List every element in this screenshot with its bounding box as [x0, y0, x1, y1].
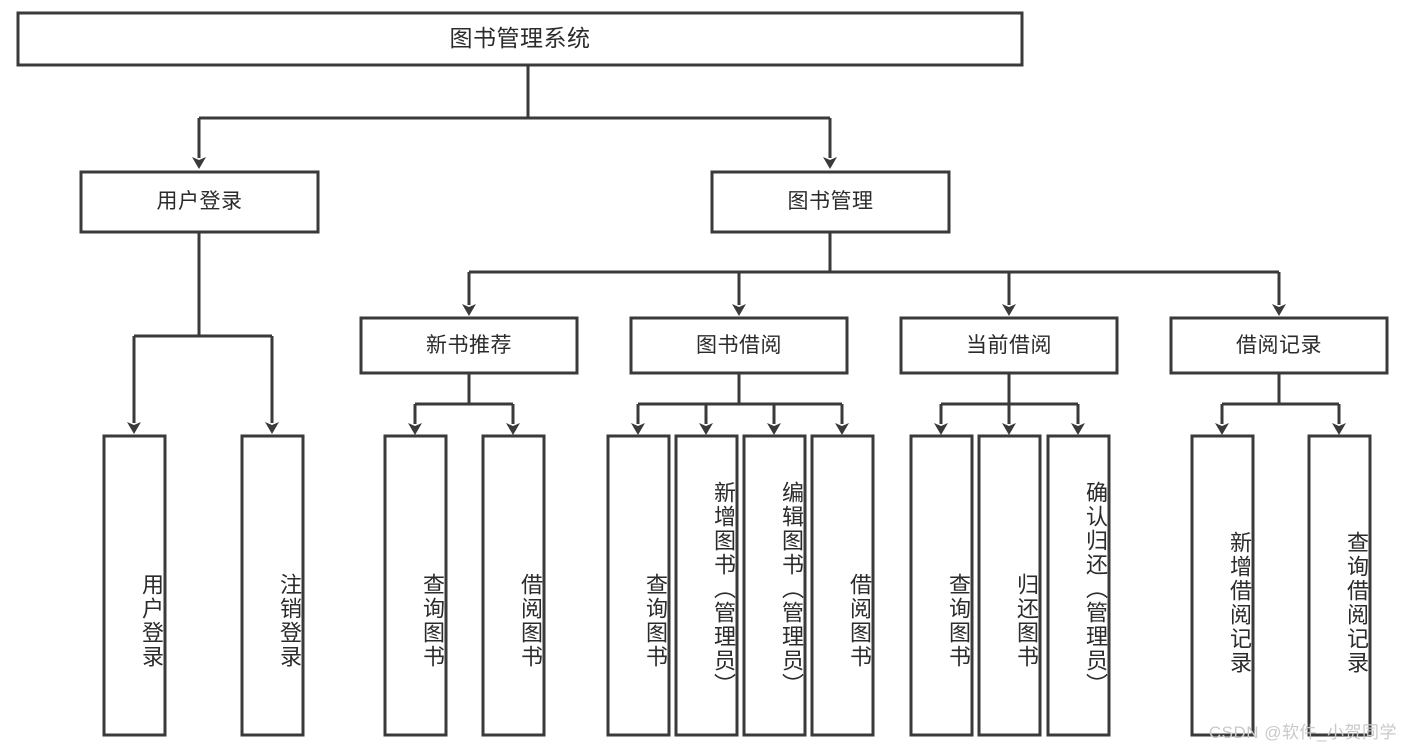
node-leaf-borrow-book-1-box[interactable] — [481, 434, 546, 737]
node-leaf-query-book-1-box[interactable] — [383, 434, 448, 737]
node-leaf-confirm-return-box[interactable] — [1046, 434, 1111, 737]
node-leaf-add-record-box[interactable] — [1190, 434, 1255, 737]
node-leaf-logout-box[interactable] — [240, 434, 305, 737]
node-book-borrow-box[interactable] — [629, 316, 849, 375]
node-leaf-user-login-box[interactable] — [102, 434, 167, 737]
node-root-box[interactable] — [16, 11, 1024, 67]
node-current-borrow-box[interactable] — [899, 316, 1119, 375]
node-book-mgmt-box[interactable] — [710, 170, 951, 234]
node-leaf-query-record-box[interactable] — [1307, 434, 1372, 737]
node-leaf-add-book-box[interactable] — [674, 434, 739, 737]
node-new-book-box[interactable] — [359, 316, 579, 375]
node-borrow-record-box[interactable] — [1169, 316, 1389, 375]
node-leaf-query-book-3-box[interactable] — [909, 434, 974, 737]
node-leaf-return-book-box[interactable] — [977, 434, 1042, 737]
node-leaf-borrow-book-2-box[interactable] — [810, 434, 875, 737]
node-leaf-edit-book-box[interactable] — [742, 434, 807, 737]
node-user-login-box[interactable] — [79, 170, 320, 234]
node-leaf-query-book-2-box[interactable] — [606, 434, 671, 737]
